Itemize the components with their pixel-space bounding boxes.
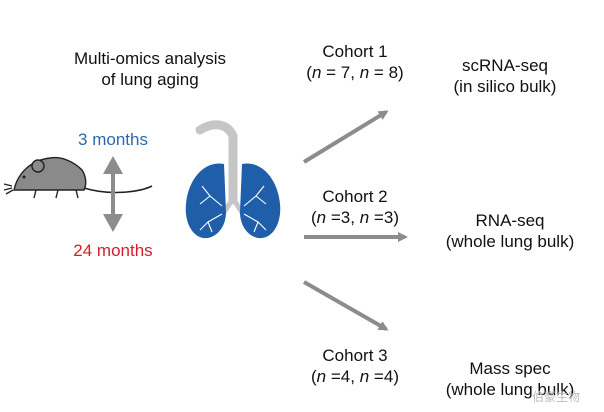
arrow-cohort-1 [302,110,389,164]
cohort-2-sizes: (n =3, n =3) [311,208,399,227]
assay-2-block: RNA-seq (whole lung bulk) [430,210,590,252]
cohort-3-block: Cohort 3 (n =4, n =4) [292,345,418,387]
title-line-2: of lung aging [101,70,199,89]
age-label-old: 24 months [73,241,153,260]
assay-2-name: RNA-seq [475,211,545,230]
diagram-title: Multi-omics analysis of lung aging [60,48,240,90]
assay-1-block: scRNA-seq (in silico bulk) [430,55,580,97]
arrow-cohort-3 [303,280,389,331]
cohort-1-sizes: (n = 7, n = 8) [306,63,404,82]
double-arrow-icon [103,156,123,232]
assay-2-detail: (whole lung bulk) [445,232,575,251]
assay-3-block: Mass spec (whole lung bulk) [430,358,590,400]
assay-3-name: Mass spec [469,359,551,378]
cohort-2-block: Cohort 2 (n =3, n =3) [292,186,418,228]
assay-1-detail: (in silico bulk) [453,77,557,96]
cohort-1-block: Cohort 1 (n = 7, n = 8) [295,41,415,83]
assay-1-name: scRNA-seq [462,56,548,75]
cohort-2-name: Cohort 2 [322,187,388,206]
assay-3-detail: (whole lung bulk) [445,380,575,399]
watermark-logo-icon: 伯豪生物 [532,390,581,404]
cohort-3-name: Cohort 3 [322,346,388,365]
mouse-icon [3,156,153,199]
lungs-icon [185,120,281,239]
cohort-1-name: Cohort 1 [322,42,388,61]
age-label-young: 3 months [78,130,148,149]
cohort-3-sizes: (n =4, n =4) [311,367,399,386]
title-line-1: Multi-omics analysis [73,49,227,68]
